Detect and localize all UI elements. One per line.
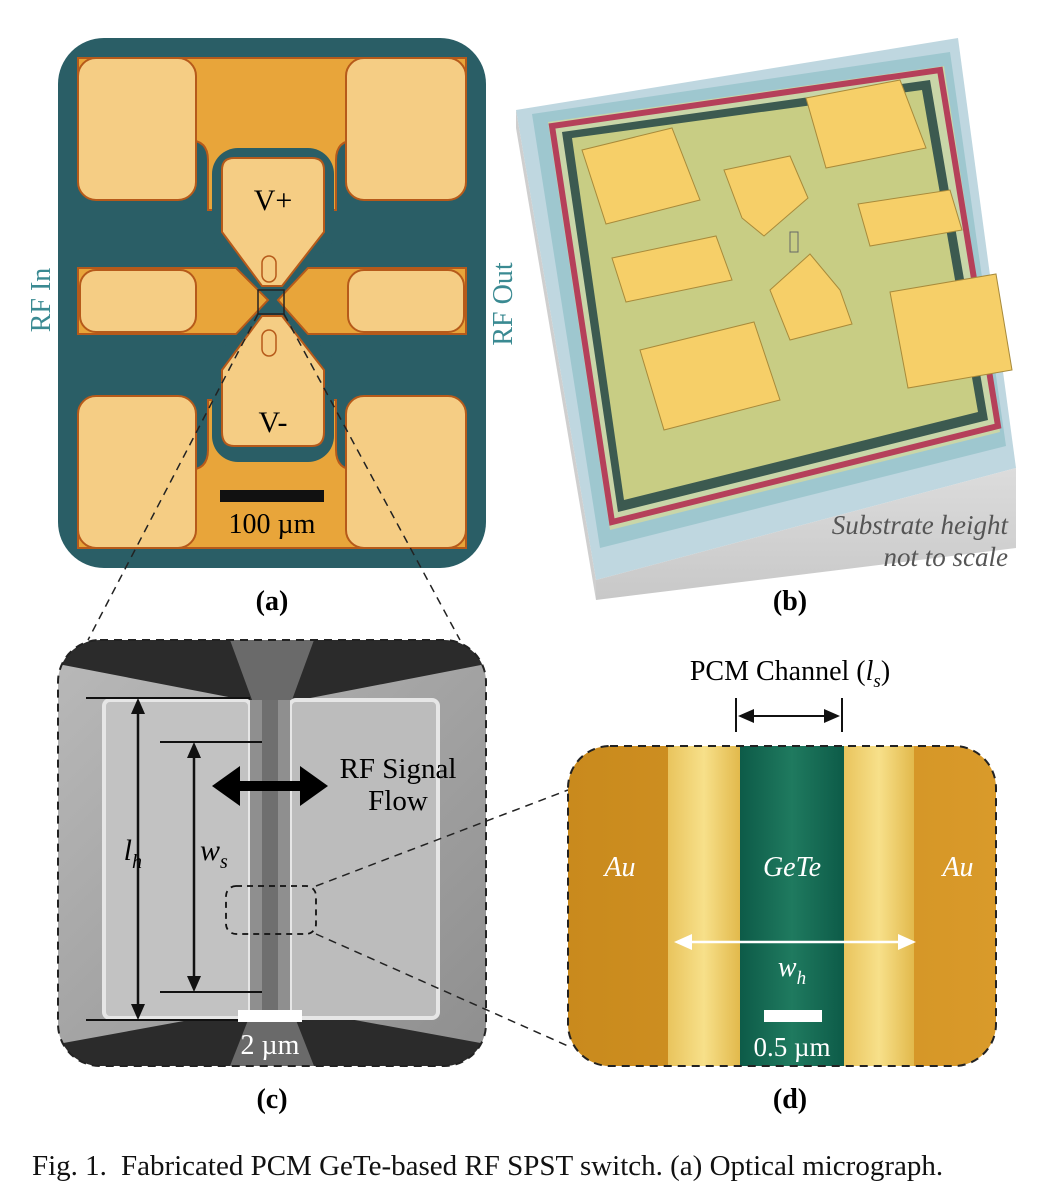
pad3d-vminus — [769, 253, 853, 341]
pad-rf-in — [79, 269, 197, 333]
pad-top-right — [345, 57, 467, 201]
substrate-side — [596, 468, 1016, 600]
zoom-line-lower — [315, 933, 569, 1047]
caption-text: Fabricated PCM GeTe-based RF SPST switch… — [120, 1150, 944, 1182]
wh-label: wh — [778, 952, 806, 989]
figure-caption: Fig. 1. Fabricated PCM GeTe-based RF SPST… — [32, 1150, 957, 1183]
panel-a-label: (a) — [256, 586, 289, 617]
zoom-line-upper — [315, 789, 569, 887]
scale-bar-c — [238, 1010, 302, 1022]
panel-d: PCM Channel (ls) Au Au GeTe wh 0.5 µm (d… — [567, 656, 997, 1115]
rf-signal-line1: RF Signal — [340, 753, 457, 785]
zoom-line-right — [283, 313, 461, 641]
pad3d-rf-out — [857, 189, 963, 247]
heater-pad-vplus — [221, 157, 325, 287]
panel-c-label: (c) — [256, 1084, 287, 1115]
pad3d-rf-in — [611, 235, 733, 303]
panel-b: Substrate height not to scale RF Out (b) — [488, 38, 1016, 617]
scale-bar-a — [220, 490, 324, 502]
vminus-label: V- — [259, 406, 288, 439]
rf-signal-line2: Flow — [368, 785, 428, 817]
lh-label: lh — [124, 834, 142, 873]
switch-region-box — [257, 289, 285, 315]
figure-canvas: V+ V- 100 µm RF In (a) Substrate height … — [26, 38, 1016, 1115]
scale-label-d: 0.5 µm — [753, 1032, 830, 1062]
pad-rf-out — [347, 269, 465, 333]
pad-bottom-right — [345, 395, 467, 549]
ridge-left — [668, 746, 740, 1066]
pad3d-bottom-left — [639, 321, 781, 431]
zoom-line-left — [87, 313, 259, 641]
heater-pad-vminus — [221, 315, 325, 447]
pcm-channel-title: PCM Channel (ls) — [690, 656, 890, 692]
panel-b-label: (b) — [773, 586, 807, 617]
panel-a: V+ V- 100 µm RF In (a) — [26, 38, 486, 617]
scale-label-a: 100 µm — [229, 509, 316, 540]
pad3d-top-left — [581, 127, 701, 225]
note-line1: Substrate height — [832, 510, 1010, 540]
au-left-label: Au — [602, 852, 635, 883]
ws-label: ws — [200, 834, 228, 873]
rf-out-label: RF Out — [488, 262, 519, 345]
scale-bar-d — [764, 1010, 822, 1022]
ridge-right — [844, 746, 914, 1066]
scale-label-c: 2 µm — [241, 1030, 300, 1061]
panel-c-frame — [57, 639, 487, 1067]
vplus-label: V+ — [254, 184, 293, 217]
pad3d-top-right — [805, 79, 927, 169]
roi-box — [225, 885, 317, 935]
gete-label: GeTe — [763, 852, 821, 883]
pad3d-bottom-right — [889, 273, 1013, 389]
panel-d-frame — [567, 745, 997, 1067]
pad-top-left — [77, 57, 197, 201]
note-line2: not to scale — [884, 542, 1008, 572]
panel-d-label: (d) — [773, 1084, 807, 1115]
rf-in-label: RF In — [26, 268, 57, 333]
electrode-right — [288, 698, 440, 1020]
pad-bottom-left — [77, 395, 197, 549]
caption-prefix: Fig. 1. — [32, 1150, 107, 1182]
au-right-label: Au — [940, 852, 973, 883]
pad3d-vplus — [723, 155, 809, 237]
panel-c: lh ws RF Signal Flow 2 µm (c) — [57, 639, 487, 1115]
